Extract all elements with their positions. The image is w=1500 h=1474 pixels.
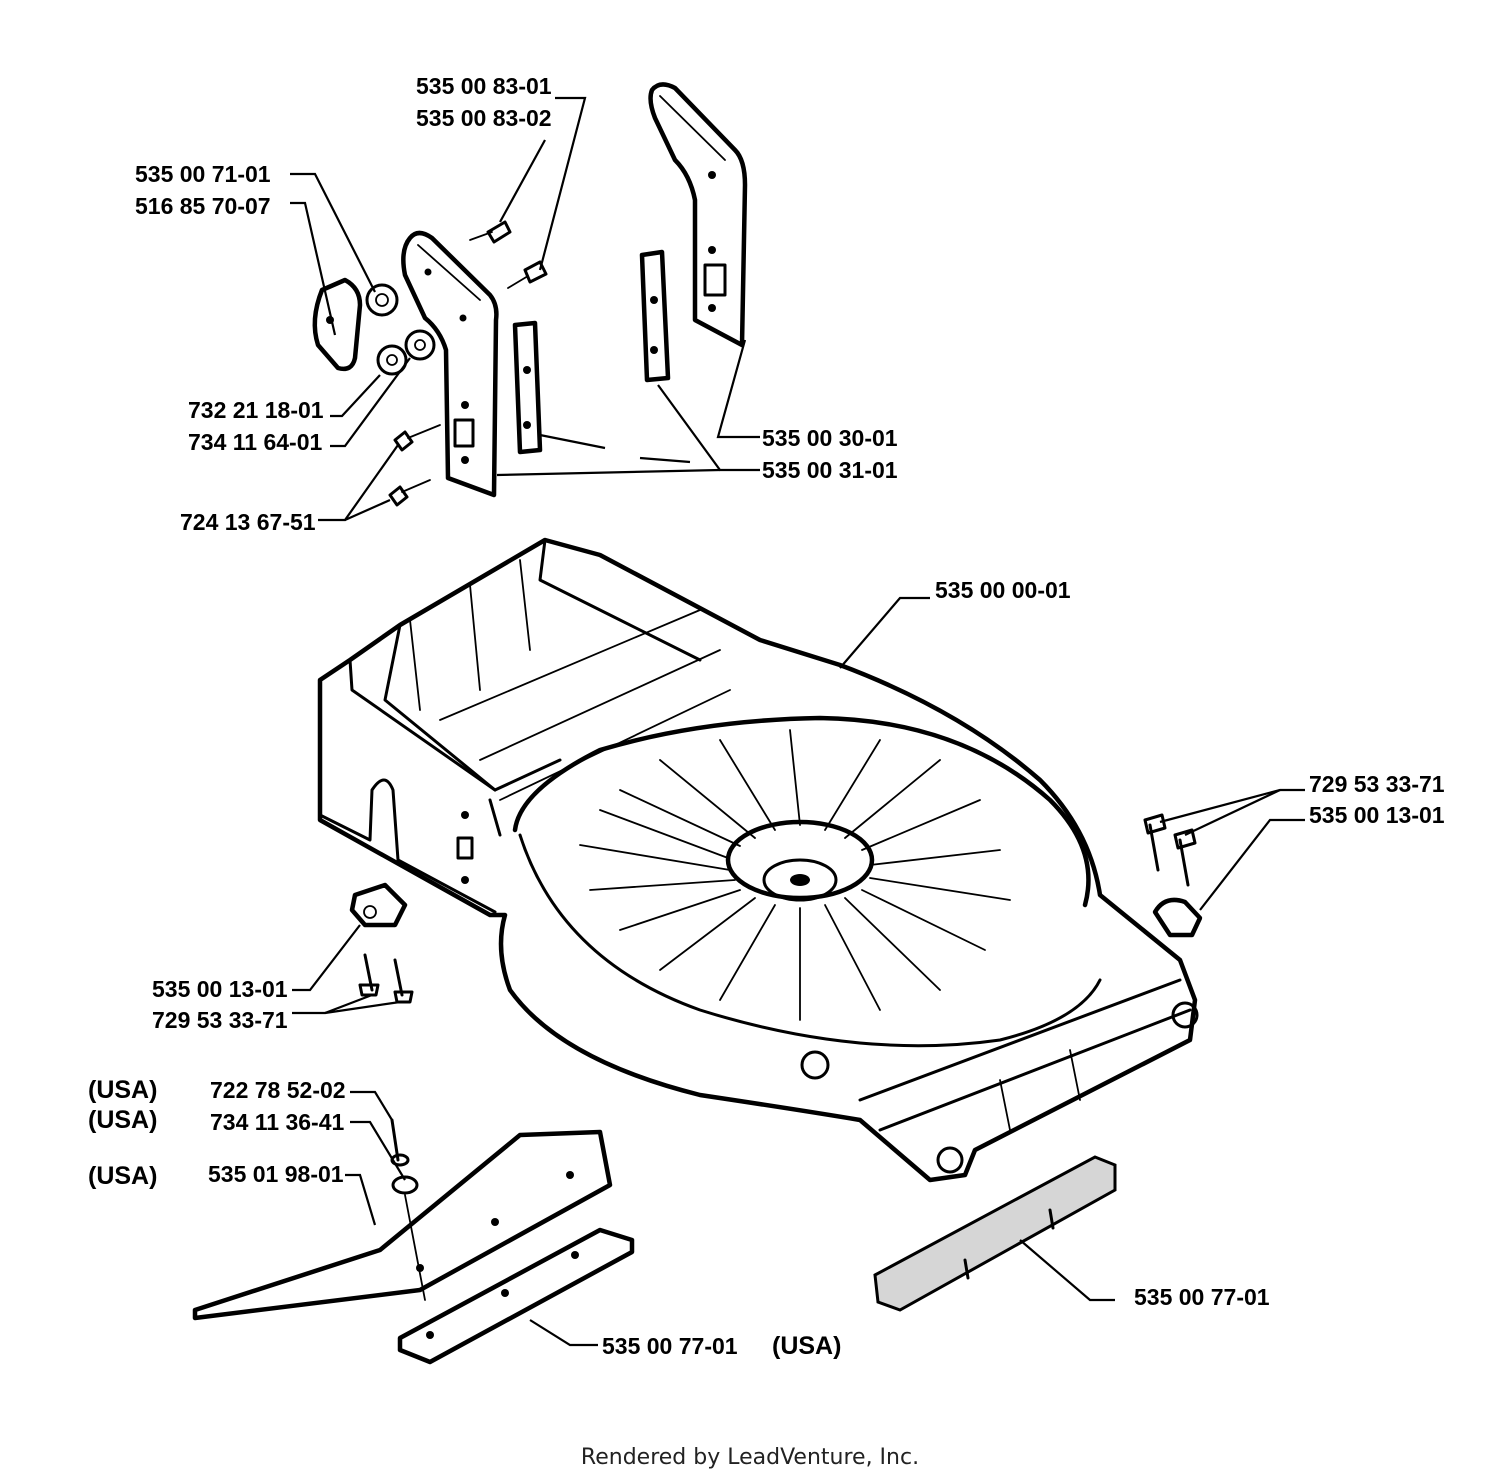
- label-729533371-left: 729 53 33-71: [152, 1007, 288, 1033]
- label-535007701-right: 535 00 77-01: [1134, 1284, 1270, 1310]
- wear-strip-left: [397, 1227, 635, 1365]
- usa-labels: (USA) (USA) (USA) (USA): [88, 1076, 841, 1360]
- label-734113641: 734 11 36-41: [210, 1109, 345, 1135]
- label-535001301-left: 535 00 13-01: [152, 976, 288, 1002]
- label-724136751: 724 13 67-51: [180, 509, 316, 535]
- label-729533371-right: 729 53 33-71: [1309, 771, 1445, 797]
- part-labels: 535 00 83-01 535 00 83-02 535 00 71-01 5…: [135, 73, 1445, 1359]
- usa-label-1: (USA): [88, 1076, 157, 1104]
- footer-credit: Rendered by LeadVenture, Inc.: [581, 1445, 919, 1470]
- clip-plate-a: [512, 320, 543, 455]
- leader-lines: [290, 96, 1305, 1347]
- bolts-top: [469, 220, 548, 289]
- clip-left: [349, 882, 414, 1004]
- handle-bracket-left: [401, 230, 499, 498]
- label-535003101: 535 00 31-01: [762, 457, 898, 483]
- usa-label-3: (USA): [88, 1162, 157, 1190]
- usa-deflector-plate: [192, 1129, 613, 1321]
- label-535019801: 535 01 98-01: [208, 1161, 344, 1187]
- clip-plate-b: [639, 249, 671, 383]
- handle-bracket-right: [648, 82, 748, 348]
- screws-lower: [388, 424, 441, 507]
- nuts: [365, 283, 436, 376]
- label-732211801: 732 21 18-01: [188, 397, 324, 423]
- mower-deck: [317, 537, 1199, 1183]
- label-535003001: 535 00 30-01: [762, 425, 898, 451]
- label-535008302: 535 00 83-02: [416, 105, 552, 131]
- label-535008301: 535 00 83-01: [416, 73, 552, 99]
- label-535007701-left: 535 00 77-01: [602, 1333, 738, 1359]
- usa-label-4: (USA): [772, 1332, 841, 1360]
- clip-right: [1143, 813, 1203, 938]
- wear-strip-right: [873, 1155, 1117, 1312]
- spacer-plate-left: [312, 277, 363, 372]
- label-535001301-right: 535 00 13-01: [1309, 802, 1445, 828]
- usa-hardware: [390, 1118, 426, 1301]
- usa-label-2: (USA): [88, 1106, 157, 1134]
- label-734116401: 734 11 64-01: [188, 429, 323, 455]
- label-722785202: 722 78 52-02: [210, 1077, 346, 1103]
- label-535007101: 535 00 71-01: [135, 161, 271, 187]
- label-516857007: 516 85 70-07: [135, 193, 271, 219]
- label-535000001: 535 00 00-01: [935, 577, 1071, 603]
